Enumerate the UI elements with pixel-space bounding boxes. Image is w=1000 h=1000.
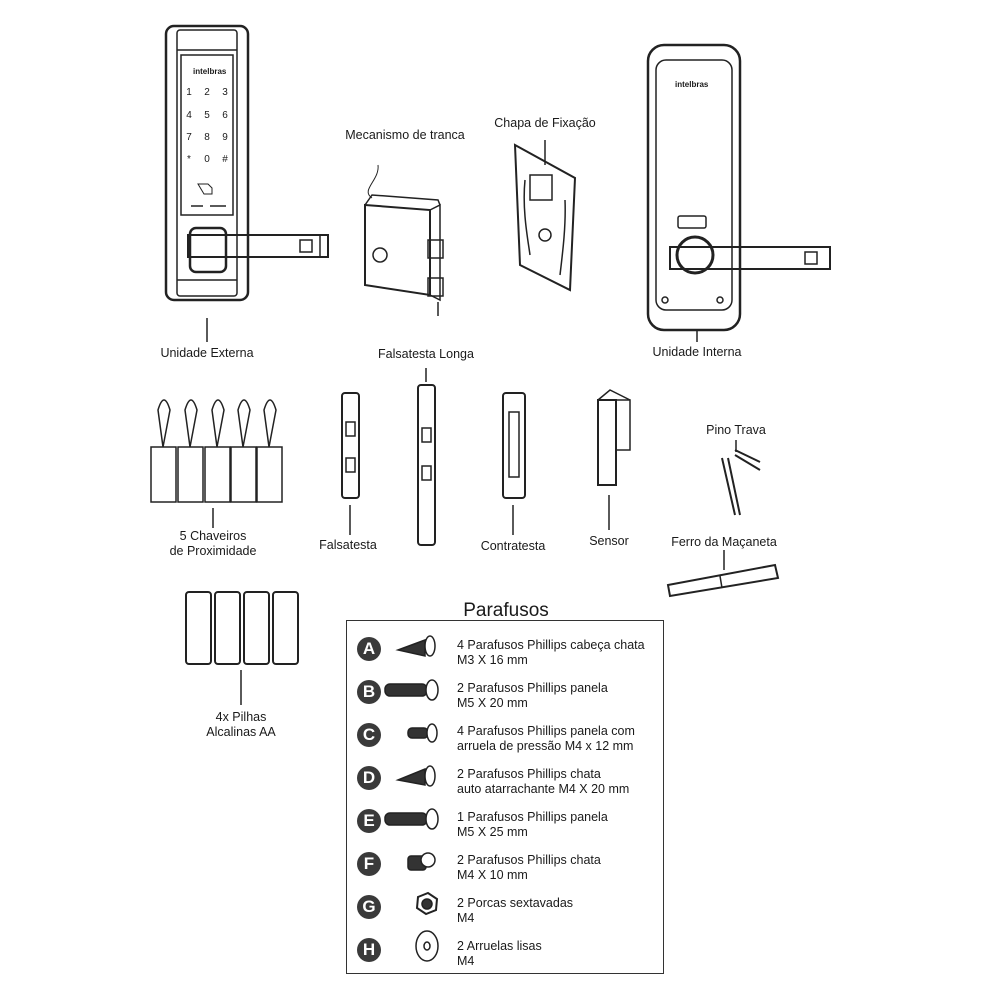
screw-size: M4 X 10 mm [457, 868, 528, 882]
screw-size: M5 X 25 mm [457, 825, 528, 839]
screw-desc: 2 Parafusos Phillips panela [457, 681, 608, 695]
batteries-drawing [185, 591, 299, 705]
lock-pin-drawing [721, 440, 761, 516]
label-chaveiros-2: de Proximidade [169, 544, 257, 558]
keypad-key: 2 [204, 87, 210, 98]
label-ferro: Ferro da Maçaneta [671, 535, 777, 549]
label-contratesta: Contratesta [480, 539, 546, 553]
screw-desc: 4 Parafusos Phillips cabeça chata [457, 638, 645, 652]
brand-logo: intelbras [193, 67, 227, 76]
label-falsatesta: Falsatesta [319, 538, 377, 552]
keypad-key: 8 [204, 132, 210, 143]
screw-size: M4 [457, 954, 475, 968]
screws-drawing [384, 635, 439, 962]
internal-unit-drawing [646, 43, 831, 342]
label-pilhas-2: Alcalinas AA [206, 725, 276, 739]
letter-badge: D [357, 766, 381, 790]
screws-title: Parafusos [463, 600, 549, 621]
letter-badge: F [357, 852, 381, 876]
strike-plate-drawing [502, 392, 526, 535]
keypad-key: * [187, 154, 191, 165]
screw-size: M4 [457, 911, 475, 925]
letter-badge: C [357, 723, 381, 747]
screw-size: M3 X 16 mm [457, 653, 528, 667]
mounting-plate-drawing [513, 140, 577, 292]
keypad-key: 6 [222, 110, 228, 121]
letter-badge: E [357, 809, 381, 833]
screw-desc: 2 Porcas sextavadas [457, 896, 574, 910]
label-pilhas-1: 4x Pilhas [215, 710, 267, 724]
label-chaveiros-1: 5 Chaveiros [179, 529, 247, 543]
keypad-key: 5 [204, 110, 210, 121]
screw-desc: 1 Parafusos Phillips panela [457, 810, 608, 824]
faceplate-drawing [341, 392, 360, 535]
keypad-key: 7 [186, 132, 192, 143]
sensor-drawing [597, 389, 631, 530]
label-externa: Unidade Externa [160, 346, 254, 360]
screw-desc: 4 Parafusos Phillips panela com [457, 724, 635, 738]
keypad-key: 3 [222, 87, 228, 98]
keypad-key: 1 [186, 87, 192, 98]
label-sensor: Sensor [589, 534, 629, 548]
long-faceplate-drawing [417, 368, 436, 546]
letter-badge: H [357, 938, 381, 962]
keypad-key: 4 [186, 110, 192, 121]
letter-badge: G [357, 895, 381, 919]
screw-size: M5 X 20 mm [457, 696, 528, 710]
proximity-tags-drawing [150, 399, 283, 528]
lock-mechanism-drawing [364, 164, 444, 316]
handle-spindle-drawing [666, 550, 780, 598]
letter-badge: A [357, 637, 381, 661]
letter-badge: B [357, 680, 381, 704]
external-unit-drawing [164, 24, 329, 342]
keypad-key: 9 [222, 132, 228, 143]
brand-logo-internal: intelbras [675, 80, 709, 89]
keypad-key: # [222, 154, 228, 165]
screw-desc: 2 Parafusos Phillips chata [457, 853, 601, 867]
label-mecanismo: Mecanismo de tranca [345, 128, 465, 142]
screw-desc: 2 Arruelas lisas [457, 939, 542, 953]
screw-size: arruela de pressão M4 x 12 mm [457, 739, 634, 753]
keypad-key: 0 [204, 154, 210, 165]
screw-desc: 2 Parafusos Phillips chata [457, 767, 601, 781]
label-pino: Pino Trava [706, 423, 766, 437]
label-chapa: Chapa de Fixação [494, 116, 596, 130]
label-falsatesta-longa: Falsatesta Longa [378, 347, 474, 361]
screw-size: auto atarrachante M4 X 20 mm [457, 782, 630, 796]
label-interna: Unidade Interna [652, 345, 742, 359]
